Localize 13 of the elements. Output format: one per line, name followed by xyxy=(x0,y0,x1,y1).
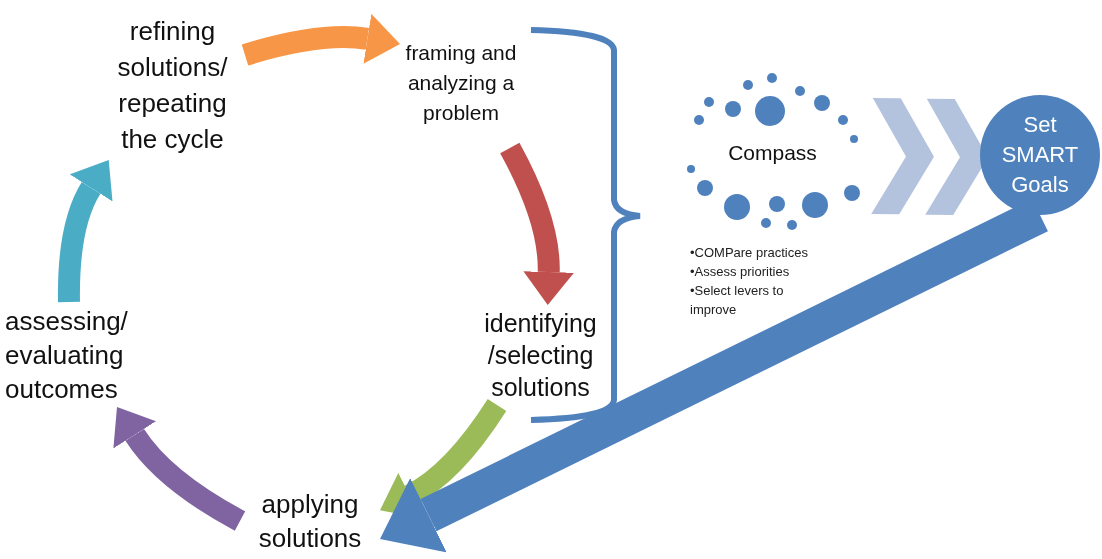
bullet-item: •Assess priorities xyxy=(690,263,791,281)
node-text: assessing/ evaluating outcomes xyxy=(5,304,129,406)
curved-arrow xyxy=(57,159,113,303)
curved-arrow xyxy=(500,142,574,305)
bullet-item: •COMPare practices xyxy=(690,244,809,262)
node-text: Set SMART Goals xyxy=(1000,111,1080,199)
node-text: identifying /selecting solutions xyxy=(483,308,598,403)
curved-arrow xyxy=(113,407,246,531)
curved-arrow xyxy=(241,13,401,66)
node-text: applying solutions xyxy=(257,488,363,555)
node-text: framing and analyzing a problem xyxy=(404,40,518,126)
bullet-item: •Select levers to improve xyxy=(690,282,785,319)
node-text: refining solutions/ repeating the cycle xyxy=(116,15,229,156)
